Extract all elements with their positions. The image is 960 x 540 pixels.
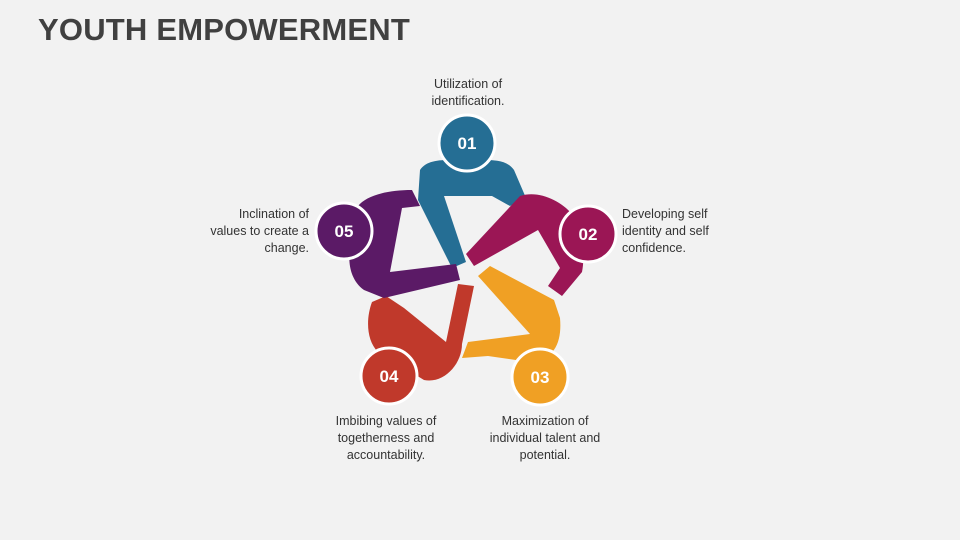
person-03-body bbox=[462, 266, 561, 362]
label-01: Utilization of identification. bbox=[431, 77, 505, 108]
label-02: Developing self identity and self confid… bbox=[622, 207, 709, 255]
person-01: 01 bbox=[437, 113, 497, 173]
person-05-number: 05 bbox=[335, 222, 354, 241]
label-04: Imbibing values of togetherness and acco… bbox=[335, 414, 437, 462]
person-02-body bbox=[466, 194, 584, 296]
person-05-circle bbox=[314, 201, 374, 261]
person-02: 02 bbox=[558, 204, 618, 264]
person-01-number: 01 bbox=[458, 134, 477, 153]
person-05: 05 bbox=[314, 201, 374, 261]
person-03-circle bbox=[510, 347, 570, 407]
person-02-number: 02 bbox=[579, 225, 598, 244]
label-05: Inclination of values to create a change… bbox=[210, 207, 309, 255]
person-01-body bbox=[418, 159, 526, 268]
person-04-circle bbox=[359, 346, 419, 406]
person-01-circle bbox=[437, 113, 497, 173]
slide-title: YOUTH EMPOWERMENT bbox=[38, 12, 410, 47]
person-04-number: 04 bbox=[380, 367, 399, 386]
person-03-number: 03 bbox=[531, 368, 550, 387]
person-02-circle bbox=[558, 204, 618, 264]
label-03: Maximization of individual talent and po… bbox=[489, 414, 601, 462]
person-05-body bbox=[349, 190, 460, 298]
person-03: 03 bbox=[510, 347, 570, 407]
person-04: 04 bbox=[359, 346, 419, 406]
